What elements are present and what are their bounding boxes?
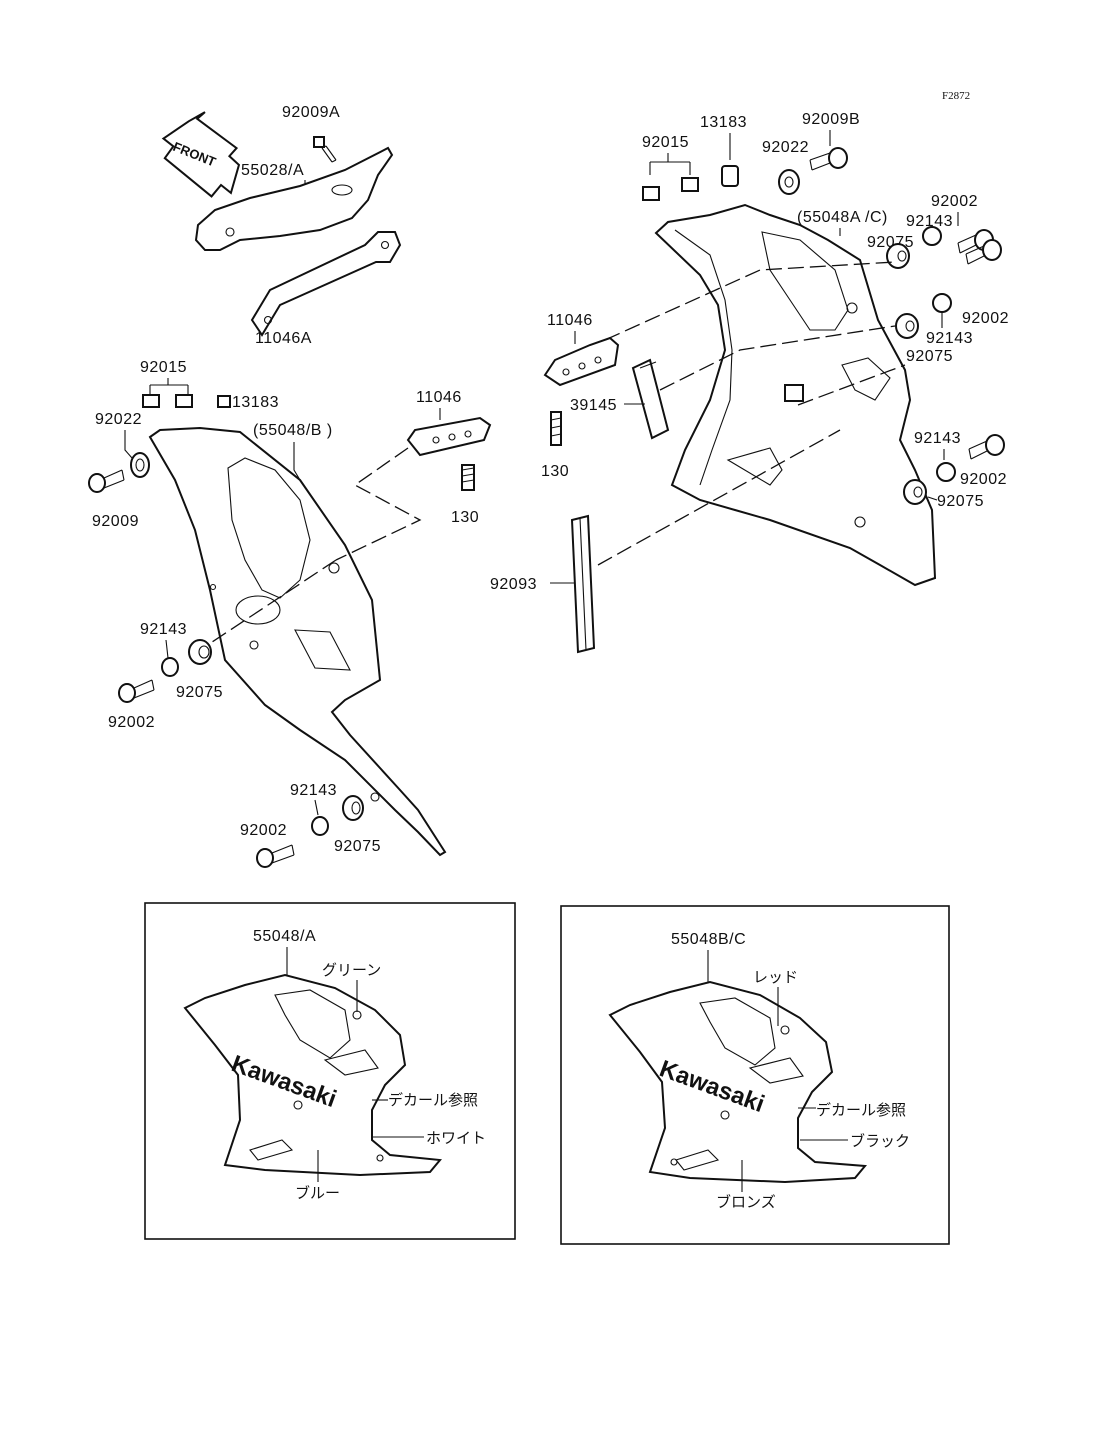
label-right-11046: 11046 xyxy=(547,312,593,329)
variant-a-color-mid: ホワイト xyxy=(426,1130,486,1147)
label-right-92015: 92015 xyxy=(642,134,689,151)
label-right-92143-2: 92143 xyxy=(926,330,973,347)
bracket-right-11046 xyxy=(543,336,620,387)
left-cowl-panel xyxy=(148,426,447,857)
label-right-92022: 92022 xyxy=(762,139,809,156)
label-left-92002-a: 92002 xyxy=(108,714,155,731)
grommet-right-92075-1 xyxy=(886,243,910,269)
variant-b-part: 55048B/C xyxy=(671,931,746,948)
strip-right-92093 xyxy=(570,514,596,654)
bolt-right-92002-3 xyxy=(968,434,1005,460)
variant-b-color-mid: ブラック xyxy=(850,1132,910,1150)
label-left-92022: 92022 xyxy=(95,411,142,428)
label-right-55048ac: (55048A /C) xyxy=(797,209,888,226)
label-left-92002-b: 92002 xyxy=(240,822,287,839)
washer-right-92022 xyxy=(778,169,800,195)
grommet-right-92075-3 xyxy=(903,479,927,505)
washer-left-92022 xyxy=(130,452,150,478)
label-55028a: 55028/A xyxy=(241,162,304,179)
label-left-92143-b: 92143 xyxy=(290,782,337,799)
label-left-92075-b: 92075 xyxy=(334,838,381,855)
grommet-left-92075-a xyxy=(188,639,212,665)
bolt-left-92002-b xyxy=(256,844,295,868)
clip-left-a xyxy=(142,394,160,408)
variant-a-color-bottom: ブルー xyxy=(295,1184,340,1202)
nut-left-13183 xyxy=(217,395,231,408)
collar-right-92143-3 xyxy=(936,462,956,482)
clip-left-b xyxy=(175,394,193,408)
grommet-right-92075-2 xyxy=(895,313,919,339)
label-left-92015: 92015 xyxy=(140,359,187,376)
figure-code: F2872 xyxy=(942,90,970,102)
cover-55028a xyxy=(194,146,394,251)
bolt-right-92002-2 xyxy=(965,239,1002,265)
label-right-92009b: 92009B xyxy=(802,111,860,128)
label-right-130: 130 xyxy=(541,463,569,480)
label-left-130: 130 xyxy=(451,509,479,526)
label-right-92002-3: 92002 xyxy=(960,471,1007,488)
label-right-13183: 13183 xyxy=(700,114,747,131)
screw-right-130 xyxy=(550,411,562,446)
variant-b-color-top: レッド xyxy=(753,969,798,986)
bolt-92009a xyxy=(313,136,337,163)
front-arrow-icon: FRONT xyxy=(161,111,241,198)
pad-right-39145 xyxy=(631,358,670,440)
variant-a-decal-ref: デカール参照 xyxy=(388,1091,478,1109)
bolt-right-92009b xyxy=(809,147,848,171)
label-right-39145: 39145 xyxy=(570,397,617,414)
label-left-11046: 11046 xyxy=(416,389,462,406)
variant-b-box xyxy=(560,905,950,1245)
variant-a-part: 55048/A xyxy=(253,928,316,945)
nut-right-13183 xyxy=(721,165,739,187)
label-right-92093: 92093 xyxy=(490,576,537,593)
label-left-92009: 92009 xyxy=(92,513,139,530)
variant-a-color-top: グリーン xyxy=(322,962,381,979)
label-left-92143-a: 92143 xyxy=(140,621,187,638)
screw-left-130 xyxy=(461,464,475,491)
label-right-92002-2: 92002 xyxy=(962,310,1009,327)
variant-b-cowl xyxy=(608,980,868,1184)
label-92009a: 92009A xyxy=(282,104,340,121)
clip-right-a xyxy=(642,186,660,201)
variant-b-color-bottom: ブロンズ xyxy=(716,1193,776,1211)
grommet-left-92075-b xyxy=(342,795,364,821)
label-right-92143-1: 92143 xyxy=(906,213,953,230)
label-11046a: 11046A xyxy=(255,330,312,347)
variant-b-decal-ref: デカール参照 xyxy=(816,1101,906,1119)
label-left-13183: 13183 xyxy=(232,394,279,411)
collar-right-92143-1 xyxy=(922,226,942,246)
variant-a-box xyxy=(144,902,516,1240)
label-right-92075-2: 92075 xyxy=(906,348,953,365)
label-left-92075-a: 92075 xyxy=(176,684,223,701)
label-right-92075-3: 92075 xyxy=(937,493,984,510)
bracket-11046a xyxy=(250,231,402,337)
bolt-left-92002-a xyxy=(118,679,155,703)
label-right-92002-1: 92002 xyxy=(931,193,978,210)
clip-right-b xyxy=(681,177,699,192)
variant-a-cowl xyxy=(183,973,442,1177)
collar-left-92143-a xyxy=(161,657,179,677)
collar-right-92143-2 xyxy=(932,293,952,313)
label-left-55048b: (55048/B ) xyxy=(253,422,333,439)
bolt-left-92009 xyxy=(88,469,125,493)
collar-left-92143-b xyxy=(311,816,329,836)
label-right-92143-3: 92143 xyxy=(914,430,961,447)
